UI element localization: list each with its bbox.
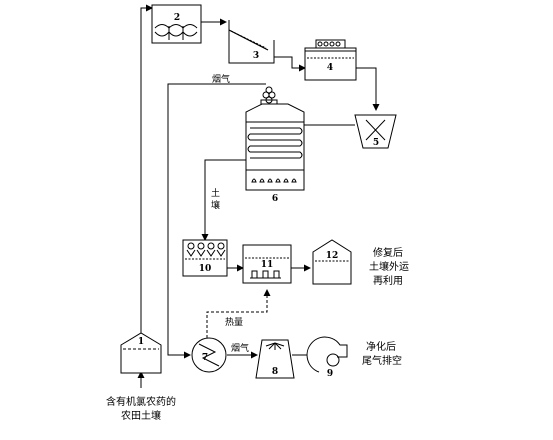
unit-11-soil-treatment: 11 (242, 244, 292, 284)
unit-11-number: 11 (261, 260, 274, 270)
unit-10-number: 10 (199, 264, 212, 274)
line-3-to-4 (274, 56, 306, 72)
input-line-2: 农田土壤 (121, 409, 161, 422)
unit-2-number: 2 (174, 13, 180, 23)
label-flue-gas-bottom: 烟气 (231, 342, 249, 354)
unit-6-thermal-desorption-furnace: 6 (245, 86, 305, 204)
unit-1-storage-silo: 1 (120, 332, 162, 374)
output-soil-line-3: 再利用 (373, 275, 403, 287)
unit-4-number: 4 (327, 63, 333, 73)
unit-2-crusher: 2 (151, 4, 202, 44)
output-soil-line-2: 土壤外运 (369, 260, 409, 273)
unit-9-exhaust-fan: 9 (306, 336, 348, 379)
label-heat: 热量 (225, 316, 243, 328)
line-1-to-2 (140, 4, 153, 335)
output-gas-line-1: 净化后 (366, 340, 396, 353)
unit-12-number: 12 (326, 251, 339, 261)
unit-7-heat-exchanger: 7 (191, 337, 227, 373)
unit-8-number: 8 (272, 367, 278, 377)
unit-8-gas-scrubber: 8 (255, 339, 295, 379)
unit-9-number: 9 (327, 369, 333, 379)
label-soil-line-1: 土 (211, 187, 220, 199)
unit-10-soil-cooling: 10 (182, 239, 228, 277)
line-4-to-5 (356, 67, 380, 111)
line-flue-6-to-7 (167, 83, 266, 359)
output-gas-line-2: 尾气排空 (362, 354, 402, 367)
unit-4-dryer: 4 (304, 39, 357, 81)
unit-3-number: 3 (253, 51, 259, 61)
unit-3-screen: 3 (228, 20, 275, 64)
line-soil-6-to-10 (201, 159, 246, 241)
input-line-1: 含有机氯农药的 (106, 395, 176, 408)
unit-6-number: 6 (272, 194, 278, 204)
unit-5-number: 5 (373, 138, 379, 148)
unit-1-number: 1 (138, 337, 144, 347)
flow-lines (137, 4, 380, 388)
line-heat-7-to-11 (206, 289, 271, 338)
label-flue-gas-top: 烟气 (212, 73, 230, 85)
output-soil-line-1: 修复后 (373, 246, 403, 259)
unit-5-mixer: 5 (354, 114, 397, 149)
unit-12-soil-storage: 12 (312, 239, 352, 285)
unit-7-number: 7 (202, 353, 208, 363)
label-soil-line-2: 壤 (211, 199, 220, 211)
